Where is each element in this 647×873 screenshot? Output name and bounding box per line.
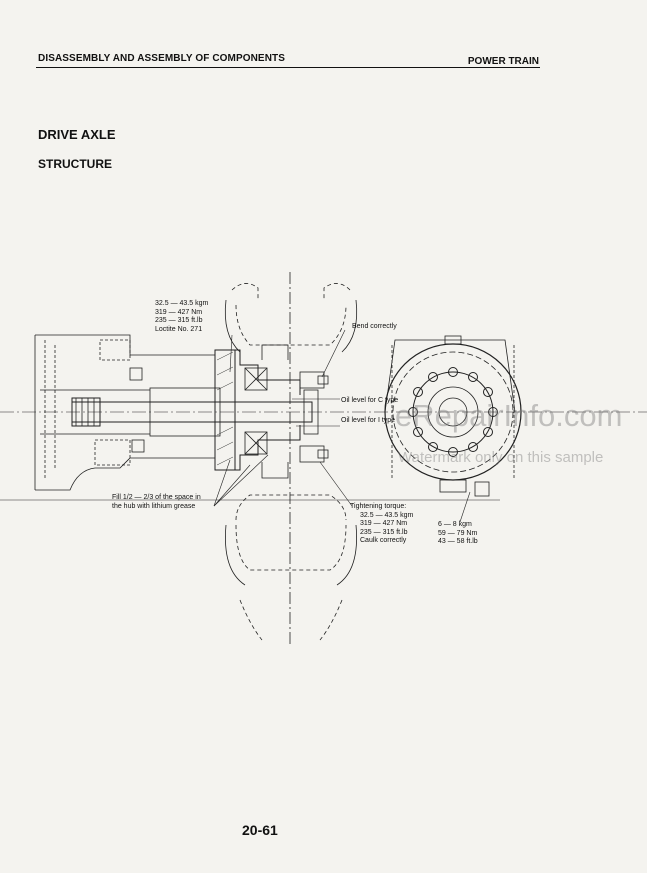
- page-title: DRIVE AXLE: [38, 127, 116, 142]
- oil-level-c-label: Oil level for C type: [341, 397, 399, 404]
- watermark-note: Watermark only on this sample: [398, 449, 604, 466]
- nut-torque-label: 32.5 — 43.5 kgm 319 — 427 Nm 235 — 315 f…: [155, 300, 209, 333]
- page-subtitle: STRUCTURE: [38, 157, 112, 171]
- oil-level-i-label: Oil level for I type: [341, 417, 396, 424]
- header-rule: [36, 67, 540, 68]
- page-number: 20-61: [242, 822, 278, 838]
- section-header: DISASSEMBLY AND ASSEMBLY OF COMPONENTS: [38, 53, 285, 64]
- bend-label: Bend correctly: [352, 323, 397, 330]
- tightening-torque-label: Tightening torque: 32.5 — 43.5 kgm 319 —…: [350, 503, 414, 545]
- chapter-header: POWER TRAIN: [467, 56, 539, 67]
- bolt-torque-label: 6 — 8 kgm 59 — 79 Nm 43 — 58 ft.lb: [438, 521, 478, 546]
- grease-label: Fill 1/2 — 2/3 of the space in the hub w…: [112, 494, 201, 510]
- watermark-site: eRepairInfo.com: [395, 398, 623, 433]
